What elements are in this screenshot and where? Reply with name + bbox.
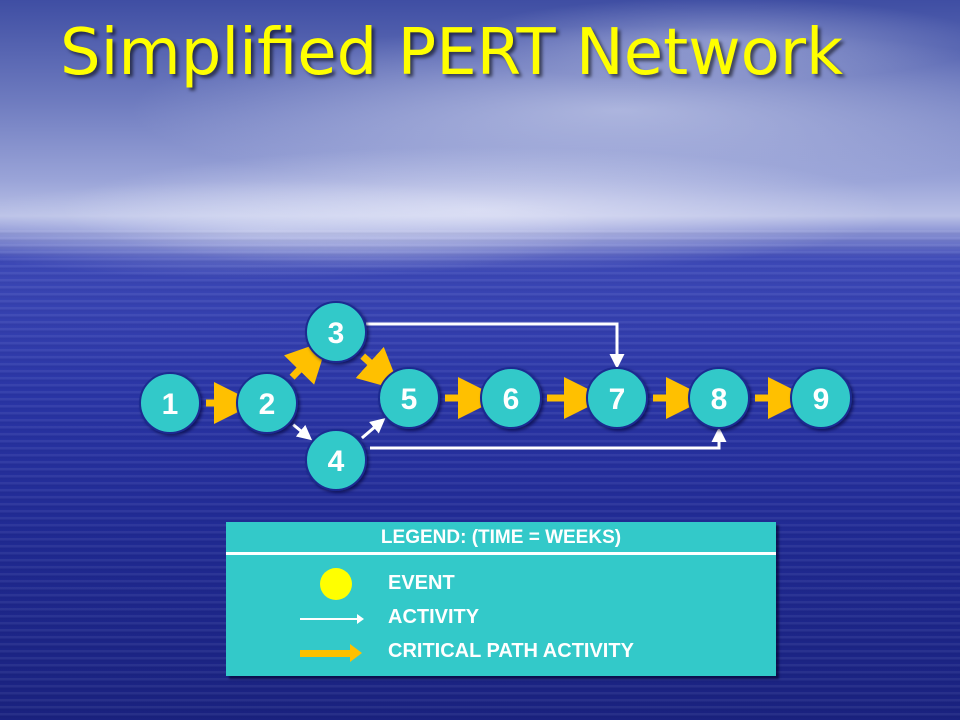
legend-box: LEGEND: (TIME = WEEKS) EVENT ACTIVITY CR…	[226, 522, 776, 676]
activity-arrow-2-4	[292, 423, 313, 441]
event-node-6: 6	[480, 367, 542, 429]
legend-event-label: EVENT	[388, 572, 455, 594]
event-circle-icon	[320, 568, 352, 600]
event-node-label: 4	[328, 445, 345, 478]
event-node-circle	[305, 429, 367, 491]
legend-activity-label: ACTIVITY	[388, 606, 480, 628]
event-node-3: 3	[305, 301, 367, 363]
event-node-label: 8	[711, 383, 728, 416]
critical-activity-arrow-2-3	[284, 339, 329, 385]
legend-row-critical: CRITICAL PATH ACTIVITY	[226, 638, 776, 668]
event-node-circle	[790, 367, 852, 429]
activity-arrow-3-7	[366, 322, 625, 369]
legend-header: LEGEND: (TIME = WEEKS)	[226, 522, 776, 555]
event-node-circle	[688, 367, 750, 429]
activity-arrow-4-8	[370, 427, 727, 450]
event-node-7: 7	[586, 367, 648, 429]
legend-critical-label: CRITICAL PATH ACTIVITY	[388, 640, 634, 662]
event-node-5: 5	[378, 367, 440, 429]
event-node-1: 1	[139, 372, 201, 434]
legend-row-activity: ACTIVITY	[226, 604, 776, 634]
critical-activity-arrow-3-5	[355, 346, 401, 391]
event-node-label: 9	[813, 383, 830, 416]
event-node-circle	[139, 372, 201, 434]
event-node-2: 2	[236, 372, 298, 434]
event-node-label: 1	[162, 388, 179, 421]
event-node-circle	[480, 367, 542, 429]
critical-arrow-icon	[300, 644, 362, 662]
slide-title: Simplified PERT Network	[60, 16, 844, 90]
nodes-layer: 1 2 3 4 5 6 7 8 9	[139, 301, 852, 491]
event-node-label: 2	[259, 388, 276, 421]
edges-layer	[206, 322, 810, 450]
event-node-9: 9	[790, 367, 852, 429]
event-node-label: 6	[503, 383, 520, 416]
event-node-label: 5	[401, 383, 418, 416]
event-node-circle	[586, 367, 648, 429]
legend-row-event: EVENT	[226, 568, 776, 600]
event-node-label: 3	[328, 317, 345, 350]
event-node-8: 8	[688, 367, 750, 429]
event-node-circle	[236, 372, 298, 434]
event-node-4: 4	[305, 429, 367, 491]
activity-arrow-icon	[300, 614, 364, 624]
event-node-label: 7	[609, 383, 626, 416]
activity-arrow-4-5	[360, 418, 386, 440]
event-node-circle	[378, 367, 440, 429]
event-node-circle	[305, 301, 367, 363]
